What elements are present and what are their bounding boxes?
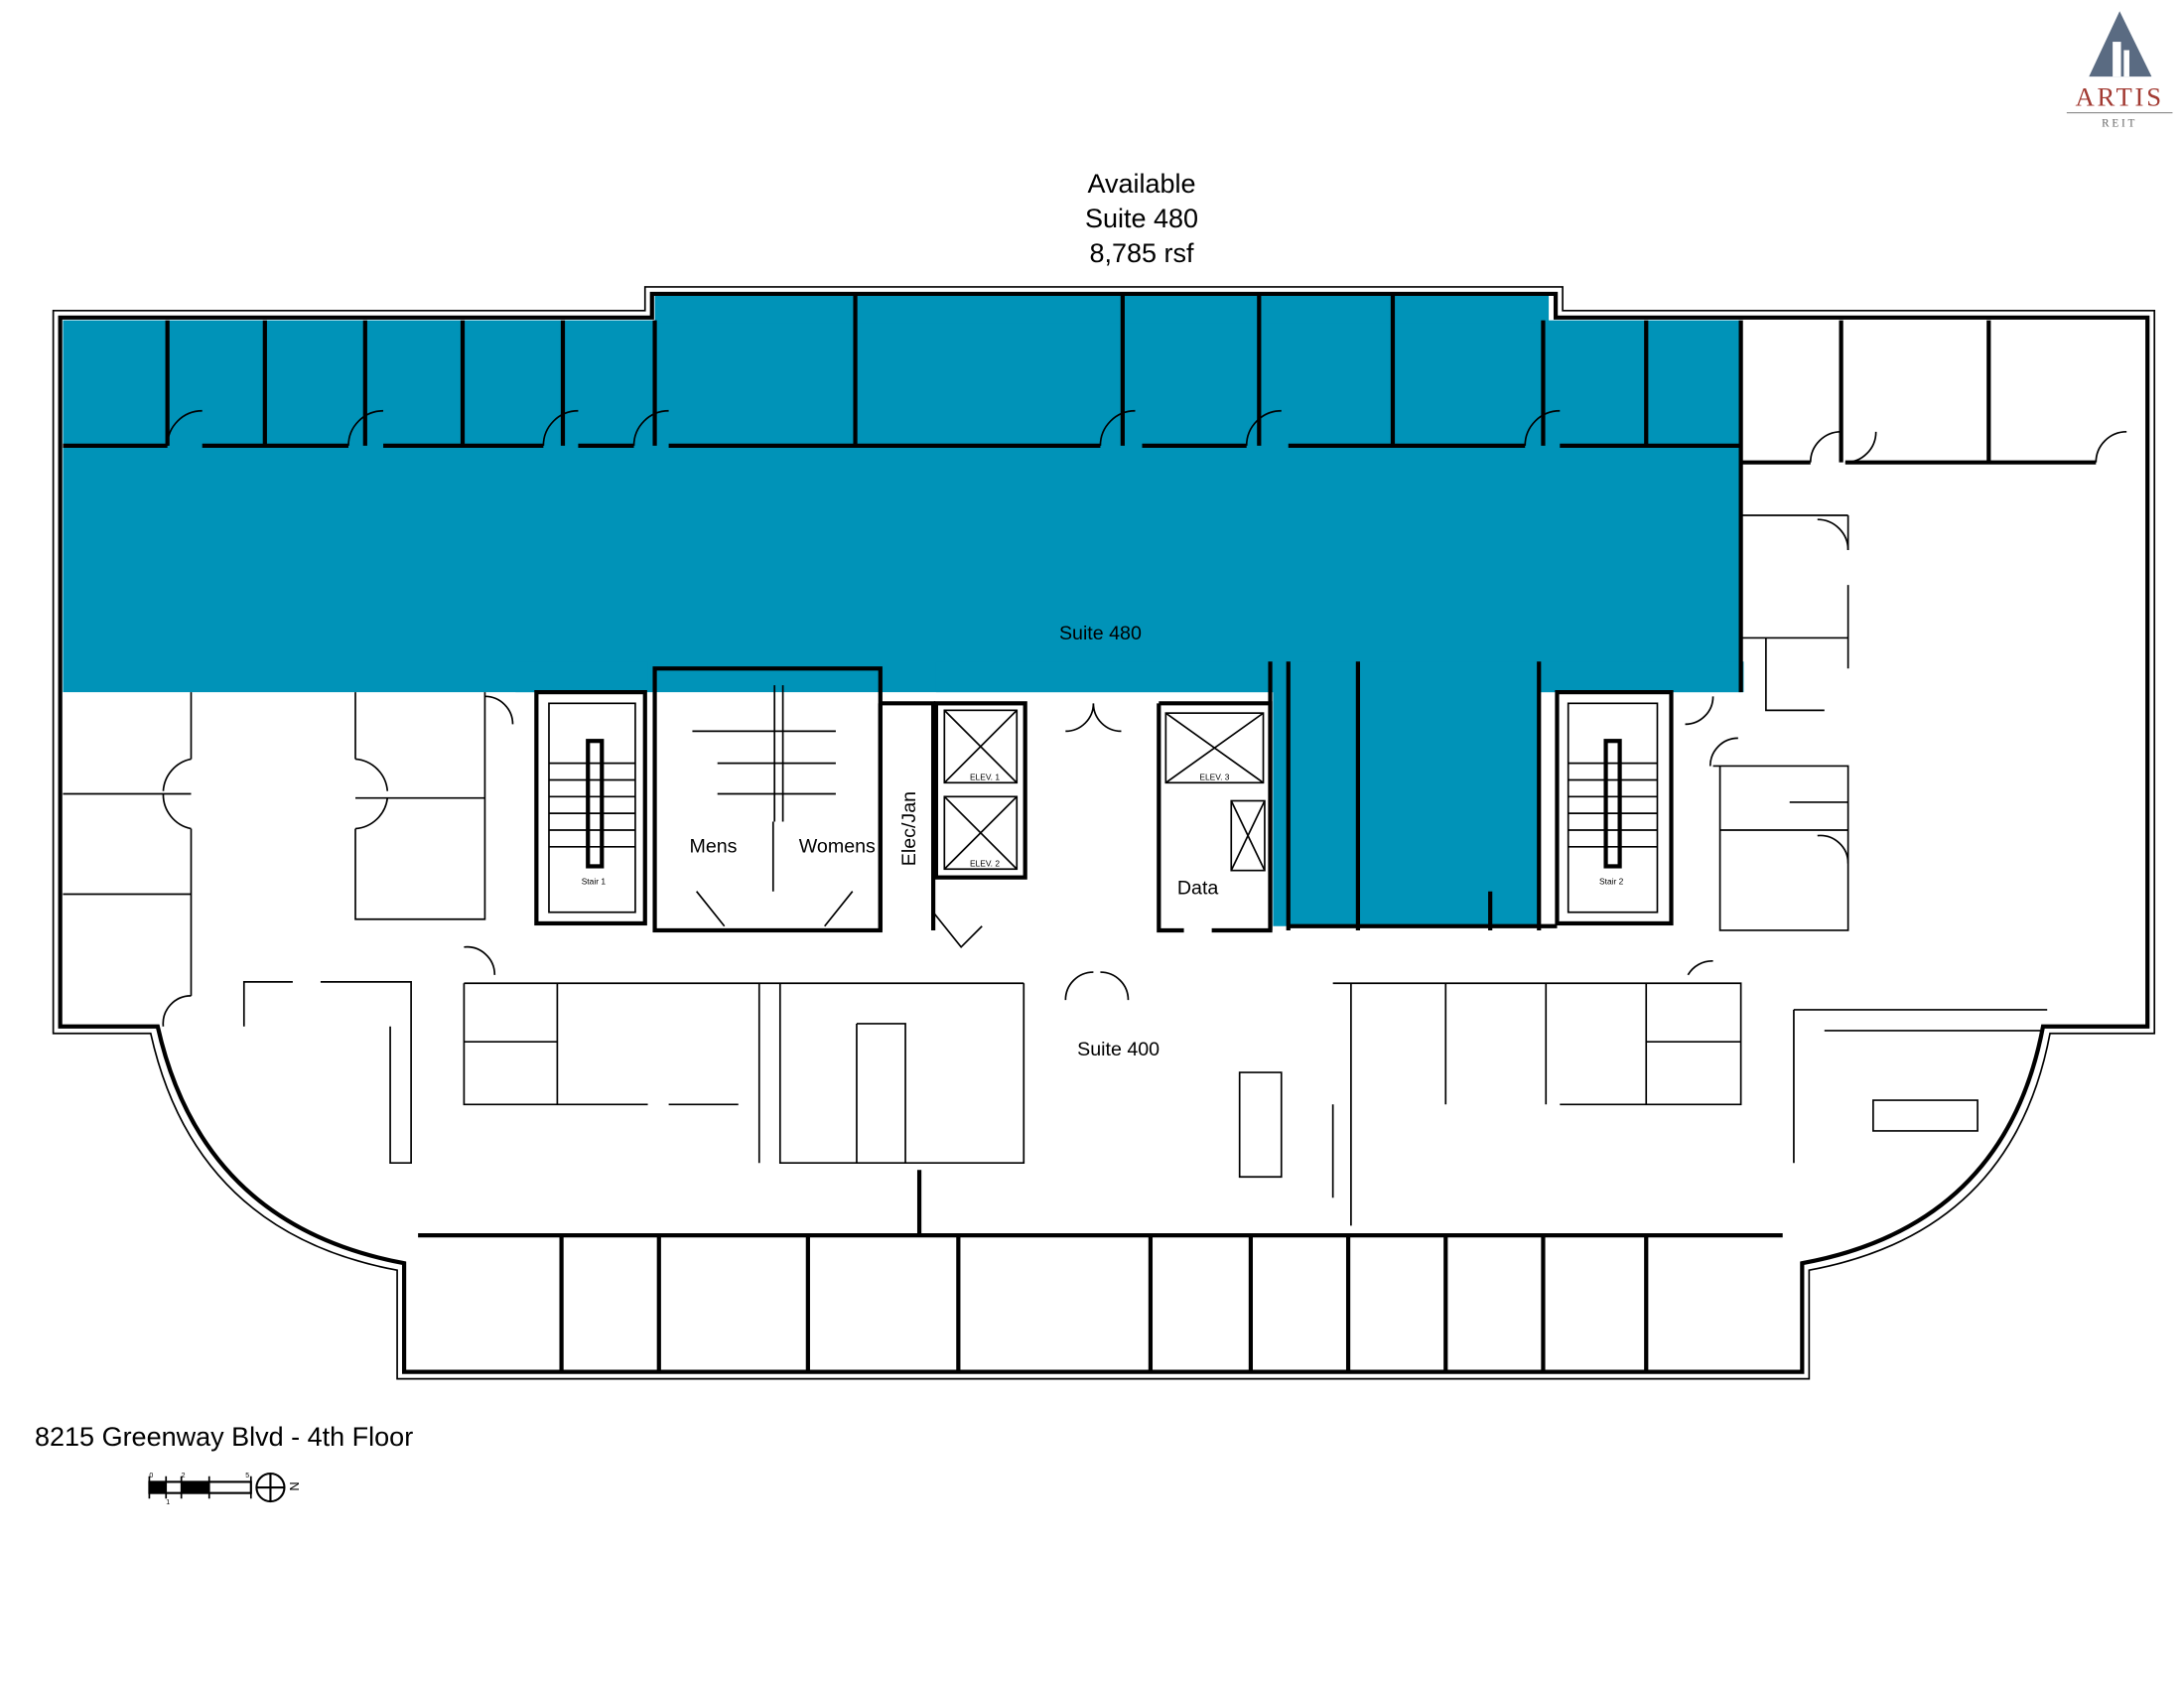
building-core (534, 661, 1674, 933)
scale-tick-1: 1 (166, 1499, 170, 1506)
stair-1-label: Stair 1 (582, 877, 607, 887)
suite-400-label: Suite 400 (1077, 1039, 1160, 1060)
right-offices (1685, 514, 1849, 976)
north-arrow-icon: N (255, 1472, 301, 1503)
elev-3-label: ELEV. 3 (1199, 772, 1229, 781)
core-details (548, 685, 1659, 949)
stair-2-label: Stair 2 (1599, 877, 1624, 887)
suite-number: Suite 480 (1084, 204, 1199, 233)
womens-restroom-label: Womens (799, 835, 876, 857)
elev-2-label: ELEV. 2 (970, 858, 1000, 868)
building-outline (52, 286, 2156, 1380)
scale-tick-5: 5 (245, 1473, 249, 1479)
data-room-label: Data (1177, 877, 1219, 899)
middle-offices (463, 703, 1742, 1226)
door-swings (166, 409, 2127, 464)
left-offices (63, 692, 514, 1165)
suite-480-label: Suite 480 (1059, 623, 1142, 644)
elec-jan-label: Elec/Jan (898, 791, 920, 866)
north-label: N (287, 1481, 301, 1490)
bottom-offices (418, 1170, 1783, 1372)
availability-label: Available (1087, 169, 1196, 199)
scale-bar: 0 1 2 5 N (148, 1472, 301, 1506)
scale-tick-2: 2 (182, 1473, 186, 1479)
artis-logo: ARTIS REIT (2066, 11, 2173, 130)
logo-text: ARTIS (2075, 82, 2163, 112)
suite-480-highlight[interactable] (63, 295, 1744, 926)
floor-address: 8215 Greenway Blvd - 4th Floor (35, 1422, 414, 1452)
availability-header: Available Suite 480 8,785 rsf (993, 167, 1291, 271)
scale-tick-0: 0 (149, 1473, 153, 1479)
elev-1-label: ELEV. 1 (970, 772, 1000, 781)
suite-area: 8,785 rsf (1089, 238, 1194, 268)
logo-subtext: REIT (2102, 118, 2137, 130)
right-wing (1793, 1009, 2048, 1164)
mens-restroom-label: Mens (689, 835, 737, 857)
top-offices (63, 295, 2097, 693)
